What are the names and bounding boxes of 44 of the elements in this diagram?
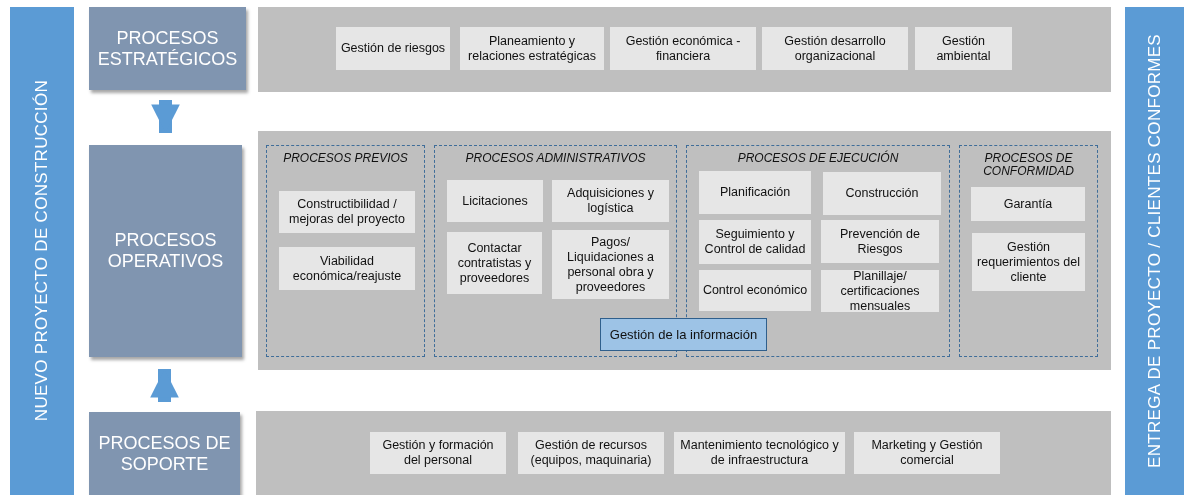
process-box: Control económico <box>699 270 811 311</box>
block-arrow <box>151 100 180 133</box>
process-category-box: PROCESOS DE SOPORTE <box>89 412 240 495</box>
side-band <box>10 7 74 495</box>
process-box: Seguimiento y Control de calidad <box>699 220 811 264</box>
process-box: Constructibilidad / mejoras del proyecto <box>279 191 415 233</box>
process-box: Gestión de recursos (equipos, maquinaria) <box>518 432 664 474</box>
group-heading: PROCESOS DE EJECUCIÓN <box>736 152 900 165</box>
dashed-group-box <box>959 145 1098 357</box>
process-box: Planeamiento y relaciones estratégicas <box>460 27 604 70</box>
process-panel <box>258 7 1111 92</box>
process-box: Contactar contratistas y proveedores <box>447 232 542 294</box>
vertical-label: ENTREGA DE PROYECTO / CLIENTES CONFORMES <box>1144 34 1165 468</box>
side-band <box>1125 7 1184 495</box>
process-category-box: PROCESOS ESTRATÉGICOS <box>89 7 246 90</box>
group-heading: PROCESOS DE CONFORMIDAD <box>982 152 1075 178</box>
process-box: Garantía <box>971 187 1085 221</box>
group-heading: PROCESOS PREVIOS <box>282 152 409 165</box>
process-box: Gestión ambiental <box>915 27 1012 70</box>
block-arrow <box>150 369 179 402</box>
process-box: Viabilidad económica/reajuste <box>279 247 415 290</box>
process-box: Gestión desarrollo organizacional <box>762 27 908 70</box>
process-box: Gestión requerimientos del cliente <box>972 233 1085 291</box>
process-box: Mantenimiento tecnológico y de infraestructura <box>674 432 845 474</box>
dashed-group-box <box>686 145 950 357</box>
process-box: Adquisiciones y logística <box>552 180 669 222</box>
process-box: Planillaje/ certificaciones mensuales <box>821 270 939 312</box>
process-box: Pagos/ Liquidaciones a personal obra y proveedores <box>552 230 669 299</box>
process-box: Prevención de Riesgos <box>821 220 939 263</box>
dashed-group-box <box>434 145 677 357</box>
process-panel <box>258 131 1111 370</box>
process-panel <box>256 411 1111 495</box>
highlighted-process-box: Gestión de la información <box>600 318 767 351</box>
dashed-group-box <box>266 145 425 357</box>
process-box: Gestión y formación del personal <box>370 432 506 474</box>
vertical-label: NUEVO PROYECTO DE CONSTRUCCIÓN <box>32 80 52 422</box>
process-box: Gestión económica - financiera <box>610 27 756 70</box>
group-heading: PROCESOS ADMINISTRATIVOS <box>464 152 647 165</box>
process-box: Planificación <box>699 171 811 214</box>
process-category-box: PROCESOS OPERATIVOS <box>89 145 242 357</box>
process-box: Construcción <box>823 172 941 215</box>
process-box: Licitaciones <box>447 180 543 222</box>
process-box: Gestión de riesgos <box>336 27 450 70</box>
process-box: Marketing y Gestión comercial <box>854 432 1000 474</box>
